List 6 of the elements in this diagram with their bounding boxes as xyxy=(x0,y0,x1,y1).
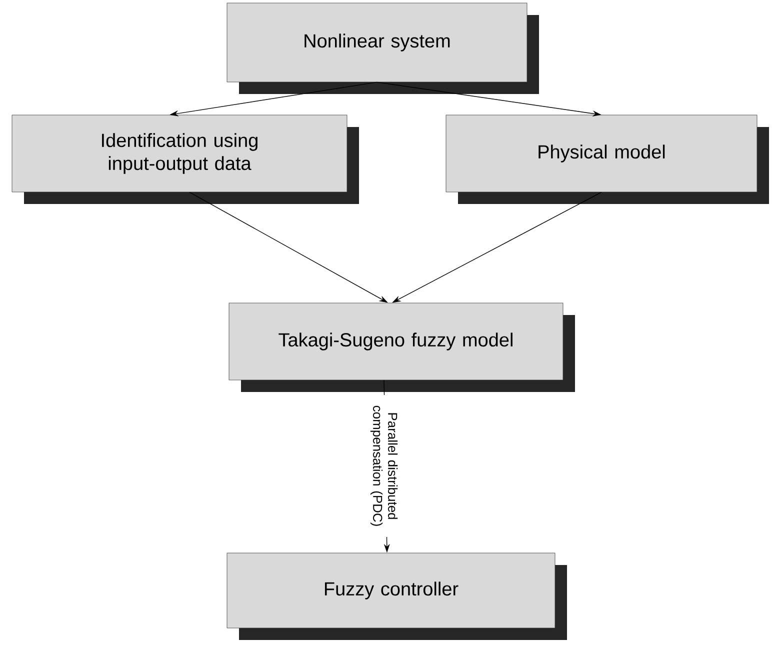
process-box: Takagi-Sugeno fuzzy model xyxy=(228,302,575,392)
process-box: Fuzzy controller xyxy=(226,552,567,640)
process-box: Physical model xyxy=(446,114,769,204)
edge-label: Parallel distributed compensation (PDC) xyxy=(369,395,399,537)
process-box: Identification using input-output data xyxy=(12,114,359,204)
process-box: Nonlinear system xyxy=(226,2,539,94)
